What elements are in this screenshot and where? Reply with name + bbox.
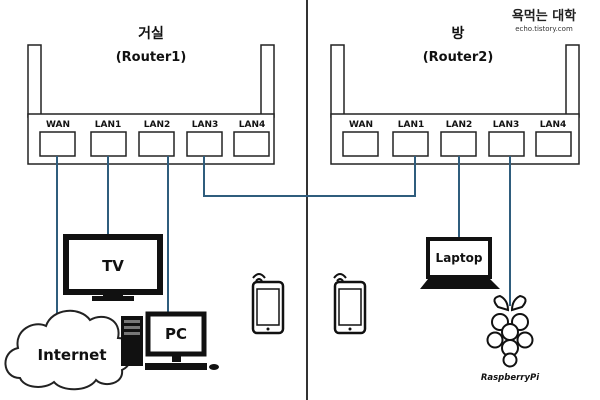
- raspberry-berry-5: [516, 331, 534, 349]
- router1-port-lan1-label: LAN1: [95, 120, 122, 130]
- router2-port-lan4-label: LAN4: [540, 120, 567, 130]
- phone-left-screen: [256, 288, 280, 326]
- tv: TV: [63, 234, 163, 301]
- router1-port-lan1: [90, 131, 127, 157]
- router1: 거실 (Router1) WAN LAN1 LAN2 LAN3 LAN4: [27, 26, 275, 165]
- router1-room-label: 거실: [138, 26, 164, 42]
- router2-port-lan2-label: LAN2: [446, 120, 473, 130]
- watermark-url: echo.tistory.com: [515, 25, 573, 33]
- router1-port-lan3-label: LAN3: [192, 120, 219, 130]
- wifi-icon-right-inner: [336, 278, 344, 282]
- router2-port-lan1-label: LAN1: [398, 120, 425, 130]
- tv-label: TV: [102, 257, 124, 275]
- router1-model-label: (Router1): [116, 50, 187, 65]
- raspberry-berry-7: [502, 352, 518, 368]
- raspberry-berry-3: [501, 323, 519, 341]
- phone-left-button: [266, 327, 270, 331]
- router2-port-wan: [342, 131, 379, 157]
- cables: [56, 156, 511, 318]
- wifi-icon-left-outer: [252, 273, 266, 279]
- raspberry-leaf-left: [493, 294, 510, 312]
- watermark-logo-text: 욕먹는 대학: [512, 8, 576, 24]
- pc-tower-slot-2: [124, 326, 140, 329]
- router2-antenna-left: [330, 44, 345, 118]
- pc-keyboard: [145, 363, 207, 370]
- router2-port-lan2: [440, 131, 477, 157]
- pc-label: PC: [165, 325, 187, 343]
- phone-left: [251, 273, 285, 335]
- cloud-shape: [4, 309, 133, 391]
- phone-right-screen: [338, 288, 362, 326]
- tv-stand: [92, 296, 134, 301]
- router2-model-label: (Router2): [423, 50, 494, 65]
- router2-port-lan3: [488, 131, 525, 157]
- pc-tower: [121, 316, 143, 366]
- phone-right-button: [348, 327, 352, 331]
- phone-right: [333, 273, 367, 335]
- router1-port-lan3: [186, 131, 223, 157]
- raspberry-leaf-right: [510, 294, 527, 312]
- pc: PC: [121, 311, 219, 370]
- wifi-icon-right-outer: [333, 273, 347, 279]
- watermark: 욕먹는 대학 echo.tistory.com: [512, 8, 576, 33]
- router2-antenna-right: [565, 44, 580, 118]
- laptop-base: [420, 279, 500, 289]
- internet-cloud: Internet: [4, 309, 133, 391]
- tv-neck: [103, 292, 123, 297]
- router1-port-lan4-label: LAN4: [239, 120, 266, 130]
- router1-port-lan2: [138, 131, 175, 157]
- laptop-label: Laptop: [436, 251, 483, 265]
- laptop-screen: [426, 237, 492, 279]
- tv-screen: [63, 234, 163, 295]
- pc-monitor: [145, 311, 207, 357]
- wifi-icon-left-inner: [255, 278, 263, 282]
- router2-port-lan3-label: LAN3: [493, 120, 520, 130]
- router2-room-label: 방: [452, 25, 465, 42]
- internet-label: Internet: [37, 346, 106, 364]
- raspberrypi: RaspberryPi: [481, 294, 540, 383]
- router1-port-lan2-label: LAN2: [144, 120, 171, 130]
- raspberrypi-label: RaspberryPi: [481, 373, 540, 383]
- router1-antenna-left: [27, 44, 42, 118]
- router2-port-wan-label: WAN: [349, 120, 373, 130]
- router2: 방 (Router2) WAN LAN1 LAN2 LAN3 LAN4: [330, 25, 580, 165]
- pc-tower-slot-1: [124, 320, 140, 323]
- pc-mouse: [209, 364, 219, 370]
- router1-port-wan: [39, 131, 76, 157]
- laptop: Laptop: [420, 237, 500, 289]
- pc-tower-slot-3: [124, 332, 140, 335]
- router2-port-lan1: [392, 131, 429, 157]
- router2-port-lan4: [535, 131, 572, 157]
- router1-port-wan-label: WAN: [46, 120, 70, 130]
- router1-antenna-right: [260, 44, 275, 118]
- raspberry-berry-4: [486, 331, 504, 349]
- cable-lan3-router2-lan1: [203, 156, 416, 197]
- pc-monitor-neck: [172, 354, 181, 362]
- router1-port-lan4: [233, 131, 270, 157]
